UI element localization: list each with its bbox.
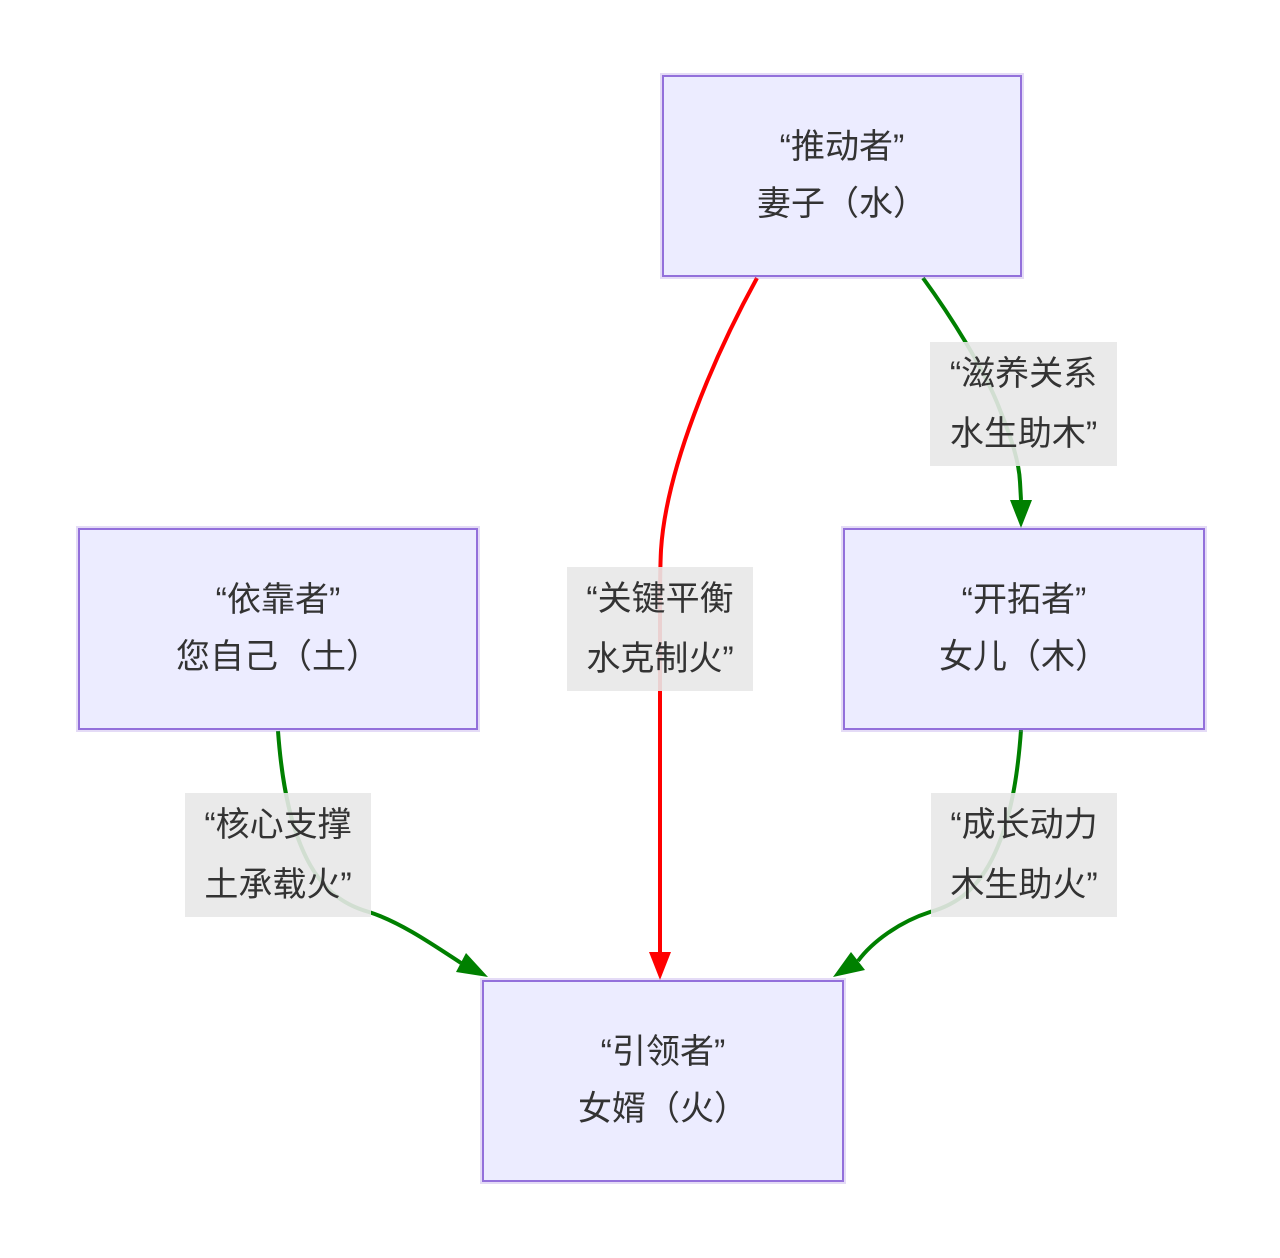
node-person-label: 您自己（土） [176, 638, 380, 676]
edge-daughter-to-soninlaw-arrowhead-icon [833, 952, 865, 977]
edge-label-daughter-to-soninlaw: “成长动力 木生助火” [931, 793, 1117, 917]
edge-label-line: “核心支撑 [204, 806, 352, 844]
node-role-label: “依靠者” [215, 581, 341, 619]
node-person-label: 妻子（水） [757, 185, 927, 223]
node-person-label: 女儿（木） [939, 638, 1109, 676]
edge-label-line: “滋养关系 [949, 355, 1098, 393]
edge-label-line: 水克制火” [586, 640, 734, 678]
node-wife: “推动者” 妻子（水） [662, 75, 1022, 277]
edge-label-line: “成长动力 [950, 806, 1098, 844]
edge-self-to-soninlaw-arrowhead-icon [456, 953, 488, 977]
edge-label-wife-to-soninlaw: “关键平衡 水克制火” [567, 567, 753, 691]
node-daughter: “开拓者” 女儿（木） [843, 528, 1205, 730]
edge-label-self-to-soninlaw: “核心支撑 土承载火” [185, 793, 371, 917]
edge-label-line: “关键平衡 [586, 580, 734, 618]
node-role-label: “推动者” [779, 128, 905, 166]
edge-label-line: 木生助火” [950, 866, 1098, 904]
node-role-label: “引领者” [600, 1033, 726, 1071]
edge-label-line: 土承载火” [204, 866, 352, 904]
edge-wife-to-soninlaw-arrowhead-icon [649, 952, 671, 980]
node-self: “依靠者” 您自己（土） [78, 528, 478, 730]
edge-label-wife-to-daughter: “滋养关系 水生助木” [930, 342, 1117, 466]
edge-wife-to-daughter-arrowhead-icon [1010, 500, 1032, 528]
node-role-label: “开拓者” [961, 581, 1087, 619]
edge-label-line: 水生助木” [949, 415, 1098, 453]
node-son-in-law: “引领者” 女婿（火） [482, 980, 844, 1182]
node-person-label: 女婿（火） [578, 1090, 748, 1128]
